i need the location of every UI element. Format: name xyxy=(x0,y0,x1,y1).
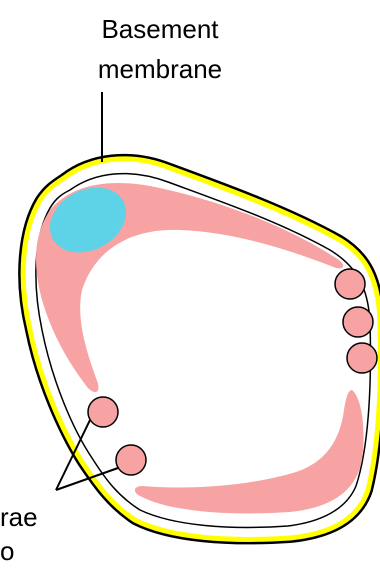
title-label-line1: Basement xyxy=(101,14,219,44)
caveola-3 xyxy=(347,343,377,373)
title-label-line2: membrane xyxy=(98,54,222,84)
caveola-1 xyxy=(335,269,365,299)
caveola-4 xyxy=(88,397,118,427)
caveola-2 xyxy=(343,307,373,337)
bottom-label-line1: rae xyxy=(0,502,38,532)
caveola-5 xyxy=(116,445,146,475)
bottom-label-line2: o xyxy=(0,536,14,566)
